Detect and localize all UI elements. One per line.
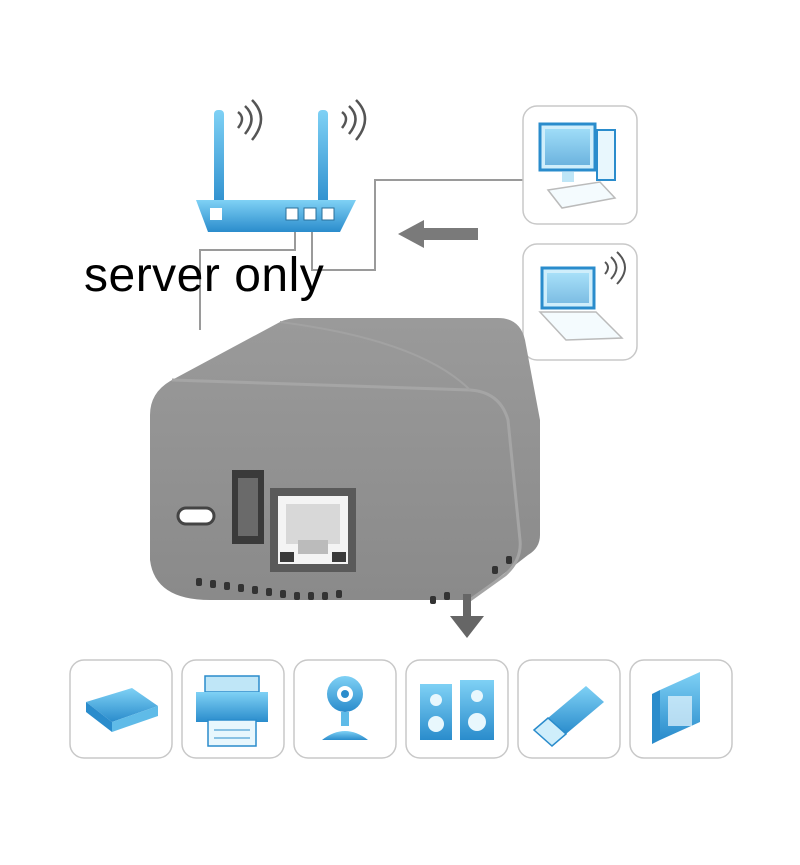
vent-slots (196, 556, 512, 604)
webcam-icon (322, 676, 368, 740)
down-arrow-icon (450, 594, 484, 638)
connection-lines (199, 179, 523, 330)
scanner-icon (86, 688, 158, 732)
peripheral-tile (293, 659, 397, 759)
laptop-tile (522, 243, 638, 361)
wifi-router-icon (196, 99, 367, 232)
printer-icon (196, 675, 268, 747)
laptop-wifi-icon (538, 251, 626, 341)
left-arrow-icon (398, 220, 478, 248)
print-server-box-icon (150, 318, 540, 604)
speakers-icon (420, 680, 494, 740)
usb-c-port (176, 506, 216, 526)
peripheral-tile (405, 659, 509, 759)
ethernet-port (270, 488, 356, 572)
peripheral-tiles (69, 659, 733, 759)
desktop-tile (522, 105, 638, 225)
external-hard-drive-icon (652, 672, 700, 744)
router-to-desktop-line (311, 179, 523, 271)
router-to-server-line (199, 228, 296, 330)
caption-text: server only (84, 249, 325, 302)
peripheral-tile (629, 659, 733, 759)
peripheral-tile (181, 659, 285, 759)
peripheral-tile (69, 659, 173, 759)
usb-flash-drive-icon (532, 686, 604, 747)
peripheral-tile (517, 659, 621, 759)
desktop-computer-icon (538, 122, 617, 209)
